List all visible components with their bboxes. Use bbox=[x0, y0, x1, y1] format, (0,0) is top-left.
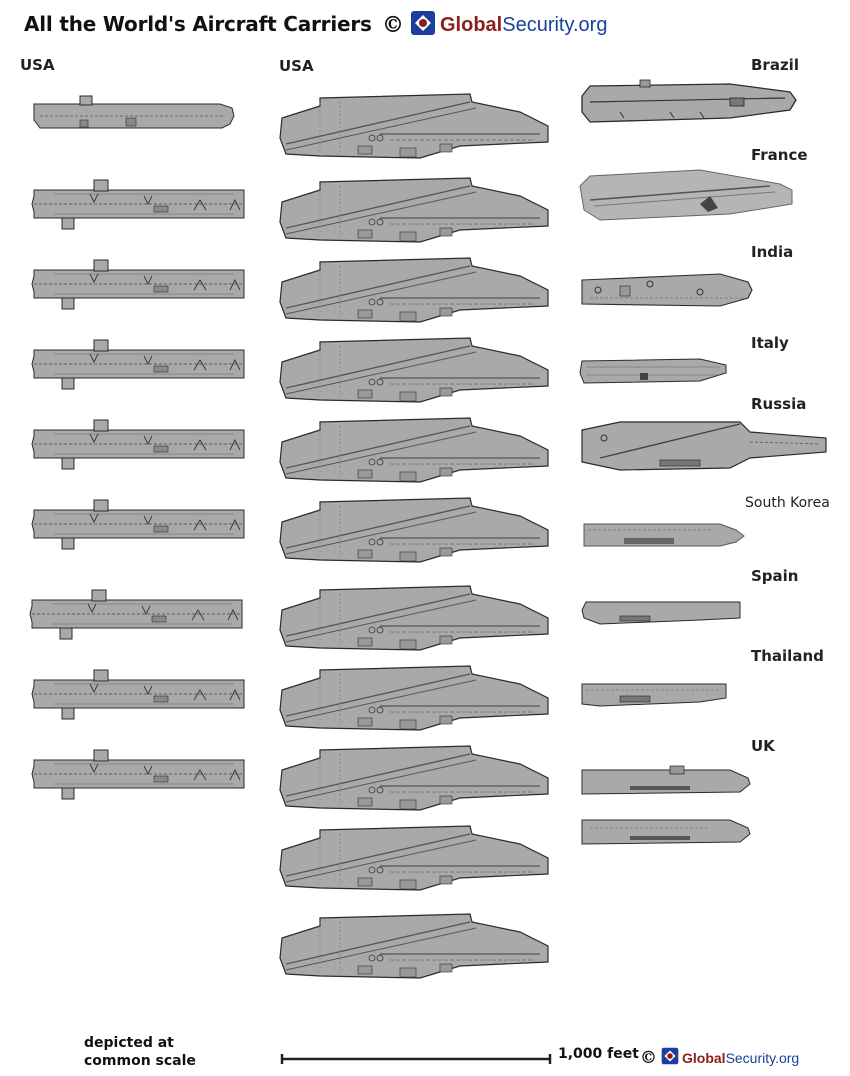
scale-note-line2: common scale bbox=[84, 1053, 196, 1069]
carrier-usa-nimitz bbox=[279, 584, 552, 652]
carrier-uk bbox=[580, 765, 752, 800]
scale-note-line1: depicted at bbox=[84, 1035, 174, 1051]
carrier-uk bbox=[580, 816, 752, 850]
country-label: Brazil bbox=[751, 56, 799, 74]
scale-note: depicted at common scale bbox=[84, 1034, 196, 1070]
carrier-usa-left bbox=[31, 179, 245, 230]
logo-text: GlobalSecurity.org bbox=[440, 13, 608, 36]
globalsecurity-logo-icon bbox=[410, 10, 436, 40]
carrier-usa-left bbox=[31, 749, 245, 800]
copyright-icon: © bbox=[640, 1048, 657, 1068]
carrier-russia bbox=[580, 418, 830, 474]
carrier-usa-nimitz bbox=[279, 176, 552, 244]
footer-logo[interactable]: © GlobalSecurity.org bbox=[640, 1047, 799, 1069]
country-label: Spain bbox=[751, 567, 799, 585]
country-label: India bbox=[751, 243, 794, 261]
carrier-usa-left bbox=[30, 94, 240, 140]
carrier-usa-left bbox=[29, 589, 243, 640]
carrier-italy bbox=[579, 355, 730, 387]
country-label: Thailand bbox=[751, 647, 824, 665]
copyright-icon: © bbox=[382, 12, 404, 38]
carrier-france bbox=[579, 166, 795, 224]
carrier-brazil bbox=[580, 78, 800, 128]
scale-label: 1,000 feet bbox=[558, 1046, 639, 1062]
country-label: Italy bbox=[751, 334, 789, 352]
carrier-usa-left bbox=[31, 499, 245, 550]
carrier-usa-nimitz bbox=[279, 92, 552, 160]
carrier-india bbox=[580, 270, 760, 310]
country-label: Russia bbox=[751, 395, 807, 413]
carrier-usa-nimitz bbox=[279, 744, 552, 812]
carrier-spain bbox=[580, 598, 744, 626]
column-label-usa-middle: USA bbox=[279, 57, 314, 75]
scale-bar bbox=[280, 1050, 552, 1069]
carrier-usa-nimitz bbox=[279, 664, 552, 732]
carrier-usa-nimitz bbox=[279, 416, 552, 484]
carrier-usa-left bbox=[31, 419, 245, 470]
country-label: South Korea bbox=[745, 495, 830, 511]
carrier-usa-nimitz bbox=[279, 256, 552, 324]
logo-text: GlobalSecurity.org bbox=[682, 1050, 800, 1066]
country-label: France bbox=[751, 146, 808, 164]
carrier-usa-nimitz bbox=[279, 496, 552, 564]
carrier-usa-nimitz bbox=[279, 336, 552, 404]
page-title: All the World's Aircraft Carriers bbox=[24, 12, 372, 36]
carrier-south-korea bbox=[583, 520, 746, 548]
globalsecurity-logo-icon bbox=[661, 1047, 679, 1069]
carrier-usa-left bbox=[31, 669, 245, 720]
carrier-usa-left bbox=[31, 259, 245, 310]
country-label: UK bbox=[751, 737, 775, 755]
column-label-usa-left: USA bbox=[20, 56, 55, 74]
carrier-usa-left bbox=[31, 339, 245, 390]
header-logo[interactable]: © GlobalSecurity.org bbox=[382, 10, 607, 40]
carrier-usa-nimitz bbox=[279, 824, 552, 892]
carrier-usa-ford bbox=[279, 912, 552, 980]
carrier-thailand bbox=[580, 680, 730, 708]
